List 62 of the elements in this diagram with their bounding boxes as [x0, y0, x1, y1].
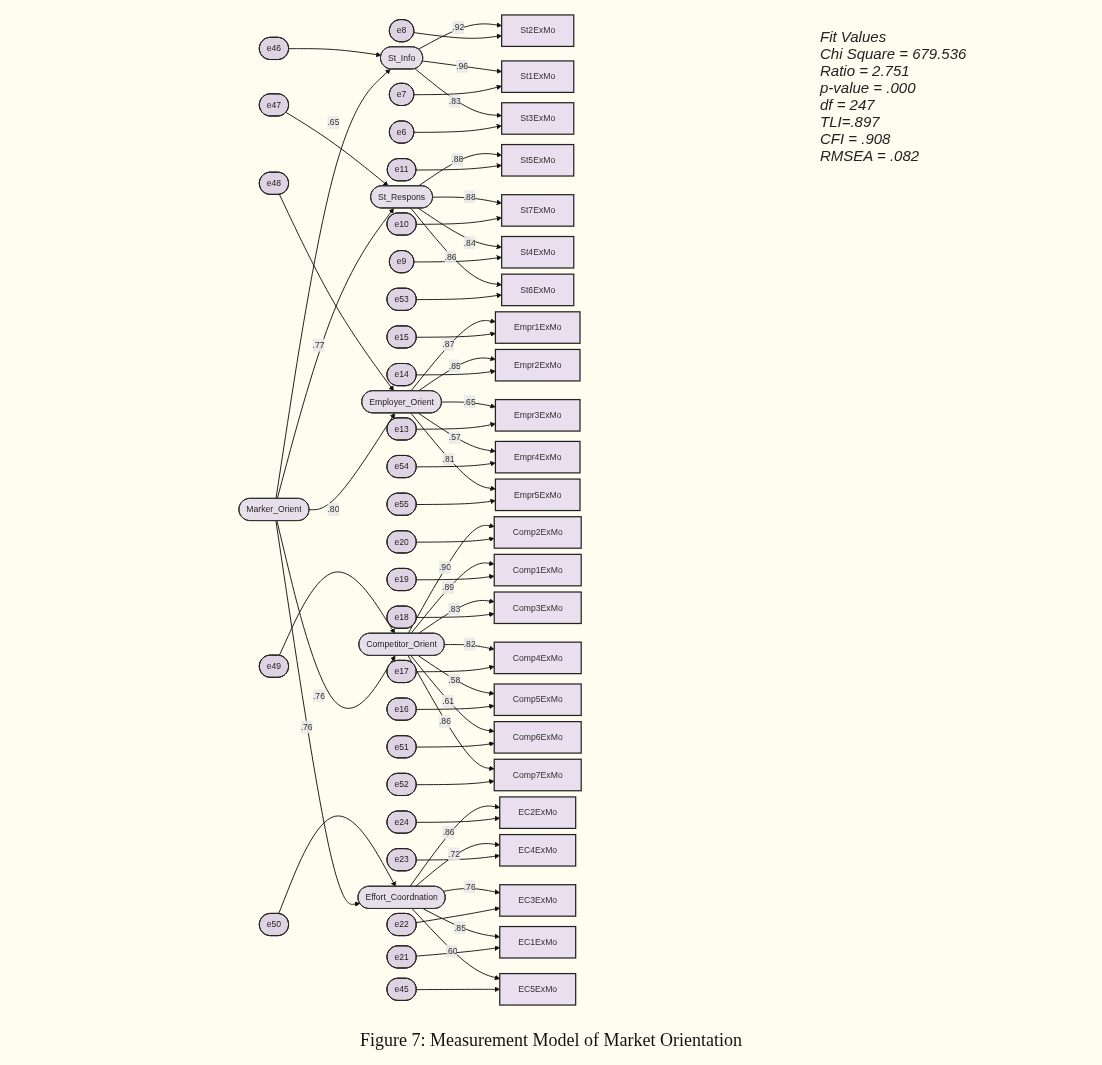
node-box: St7ExMo [500, 194, 575, 227]
edge-label: .86 [438, 716, 451, 727]
edge-label: .85 [448, 360, 461, 371]
node-box: St1ExMo [500, 60, 575, 93]
node-box: St4ExMo [500, 235, 575, 269]
node-box: Comp5ExMo [493, 683, 582, 717]
node-box: EC1ExMo [499, 925, 577, 959]
fit-statistic: RMSEA = .082 [820, 147, 921, 164]
edge-label: .96 [456, 61, 469, 71]
node-box: Empr4ExMo [494, 440, 581, 474]
node-box: EC2ExMo [499, 796, 577, 829]
node-box: Empr3ExMo [494, 399, 581, 432]
edge-label: .84 [463, 237, 476, 248]
fit-statistic: df = 247 [820, 96, 876, 113]
node-box: St5ExMo [500, 143, 575, 177]
node-box: Empr2ExMo [494, 348, 581, 382]
node-box: EC4ExMo [499, 833, 577, 867]
edge-label: .83 [448, 603, 461, 614]
node-box: Comp2ExMo [493, 516, 582, 549]
edge-label: .88 [451, 154, 464, 164]
edge-label: .76 [463, 881, 476, 892]
edge-label: .86 [444, 251, 457, 262]
edge-label: .85 [453, 922, 466, 933]
node-box: Comp7ExMo [493, 758, 582, 792]
node-box: Empr1ExMo [494, 311, 581, 344]
edge-label: .76 [312, 690, 325, 701]
edge-label: .82 [463, 639, 476, 649]
edge-label: .89 [442, 582, 455, 593]
node-box: Comp4ExMo [493, 641, 582, 675]
fit-statistic: Fit Values [820, 28, 888, 45]
fit-statistic: Ratio = 2.751 [820, 62, 911, 79]
node-box: EC3ExMo [499, 884, 577, 917]
edge-label: .65 [463, 396, 476, 407]
edge-label: .87 [442, 339, 455, 350]
node-box: St6ExMo [500, 273, 575, 307]
figure-caption: Figure 7: Measurement Model of Market Orientation [360, 1030, 742, 1051]
edge-label: .72 [448, 848, 461, 859]
fit-statistic: p-value = .000 [820, 79, 917, 96]
edge-label: .57 [448, 432, 461, 443]
edge-label: .60 [445, 945, 458, 956]
fit-statistic: TLI=.897 [820, 113, 881, 130]
edge-label: .65 [327, 117, 340, 128]
edge-label: .90 [438, 562, 451, 573]
node-box: St3ExMo [500, 102, 575, 135]
node-box: St2ExMo [500, 14, 575, 48]
edge-label: .76 [300, 721, 313, 732]
edge-label: .92 [452, 22, 465, 33]
edge-label: .61 [442, 696, 455, 707]
node-box: Comp1ExMo [493, 553, 582, 587]
edge-label: .77 [312, 340, 325, 350]
edge-label: .86 [442, 827, 455, 838]
edge-label: .83 [448, 95, 461, 106]
edge-label: .88 [463, 191, 476, 202]
node-box: Comp3ExMo [493, 591, 582, 625]
node-box: EC5ExMo [499, 972, 577, 1006]
edge-label: .81 [442, 454, 455, 464]
edge-label: .80 [327, 504, 340, 515]
node-box: Comp6ExMo [493, 721, 582, 754]
fit-statistic: Chi Square = 679.536 [820, 45, 967, 62]
edge-label: .58 [448, 674, 461, 685]
node-box: Empr5ExMo [494, 478, 581, 512]
fit-statistic: CFI = .908 [820, 130, 892, 147]
